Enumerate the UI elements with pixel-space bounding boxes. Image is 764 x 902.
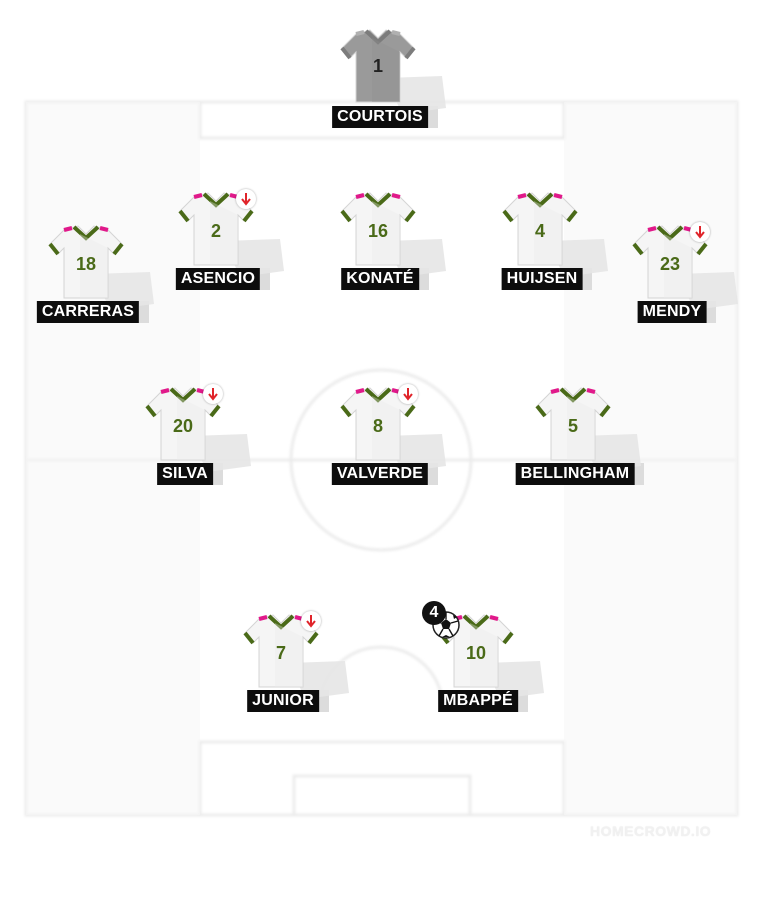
player-shirt-carreras[interactable]: 18: [48, 225, 154, 310]
label-shadow: [634, 463, 645, 485]
player-name-silva[interactable]: SILVA: [157, 463, 213, 485]
player-name-junior[interactable]: JUNIOR: [247, 690, 319, 712]
arrow-down-icon: [236, 189, 256, 209]
player-name-mbappe[interactable]: MBAPPÉ: [438, 690, 518, 712]
player-name-huijsen[interactable]: HUIJSEN: [501, 268, 583, 290]
shirt-number: 2: [210, 221, 221, 241]
player-name-carreras[interactable]: CARRERAS: [36, 301, 140, 323]
shirt-number: 5: [567, 416, 578, 436]
watermark: HOMECROWD.IO: [590, 823, 712, 839]
player-shirt-junior[interactable]: 7: [243, 614, 349, 699]
label-shadow: [706, 301, 717, 323]
player-name-valverde[interactable]: VALVERDE: [331, 463, 429, 485]
player-name-bellingham[interactable]: BELLINGHAM: [515, 463, 635, 485]
label-shadow: [428, 463, 439, 485]
player-shirt-bellingham[interactable]: 5: [535, 387, 641, 472]
goal-count-badge: 4: [422, 601, 446, 625]
label-shadow: [260, 268, 271, 290]
label-shadow: [582, 268, 593, 290]
player-shirt-mendy[interactable]: 23: [632, 225, 738, 310]
shirt-number: 18: [75, 254, 97, 274]
arrow-down-icon: [398, 384, 418, 404]
player-shirt-huijsen[interactable]: 4: [502, 192, 608, 277]
arrow-down-icon: [301, 611, 321, 631]
label-shadow: [318, 690, 329, 712]
arrow-down-icon: [203, 384, 223, 404]
player-name-konate[interactable]: KONATÉ: [341, 268, 419, 290]
shirt-number: 20: [172, 416, 194, 436]
label-shadow: [418, 268, 429, 290]
player-name-courtois[interactable]: COURTOIS: [332, 106, 428, 128]
player-shirt-konate[interactable]: 16: [340, 192, 446, 277]
player-name-asencio[interactable]: ASENCIO: [175, 268, 261, 290]
shirt-number: 16: [367, 221, 389, 241]
shirt-number: 8: [372, 416, 383, 436]
shirt-number: 4: [534, 221, 545, 241]
shirt-number: 23: [659, 254, 681, 274]
label-shadow: [517, 690, 528, 712]
label-shadow: [427, 106, 438, 128]
label-shadow: [212, 463, 223, 485]
player-shirt-valverde[interactable]: 8: [340, 387, 446, 472]
player-shirt-silva[interactable]: 20: [145, 387, 251, 472]
label-shadow: [139, 301, 150, 323]
player-shirt-asencio[interactable]: 2: [178, 192, 284, 277]
shirt-number: 1: [372, 56, 383, 76]
player-shirt-courtois[interactable]: 1: [340, 29, 446, 114]
arrow-down-icon: [690, 222, 710, 242]
shirt-number: 10: [465, 643, 487, 663]
player-name-mendy[interactable]: MENDY: [637, 301, 707, 323]
shirt-number: 7: [275, 643, 286, 663]
